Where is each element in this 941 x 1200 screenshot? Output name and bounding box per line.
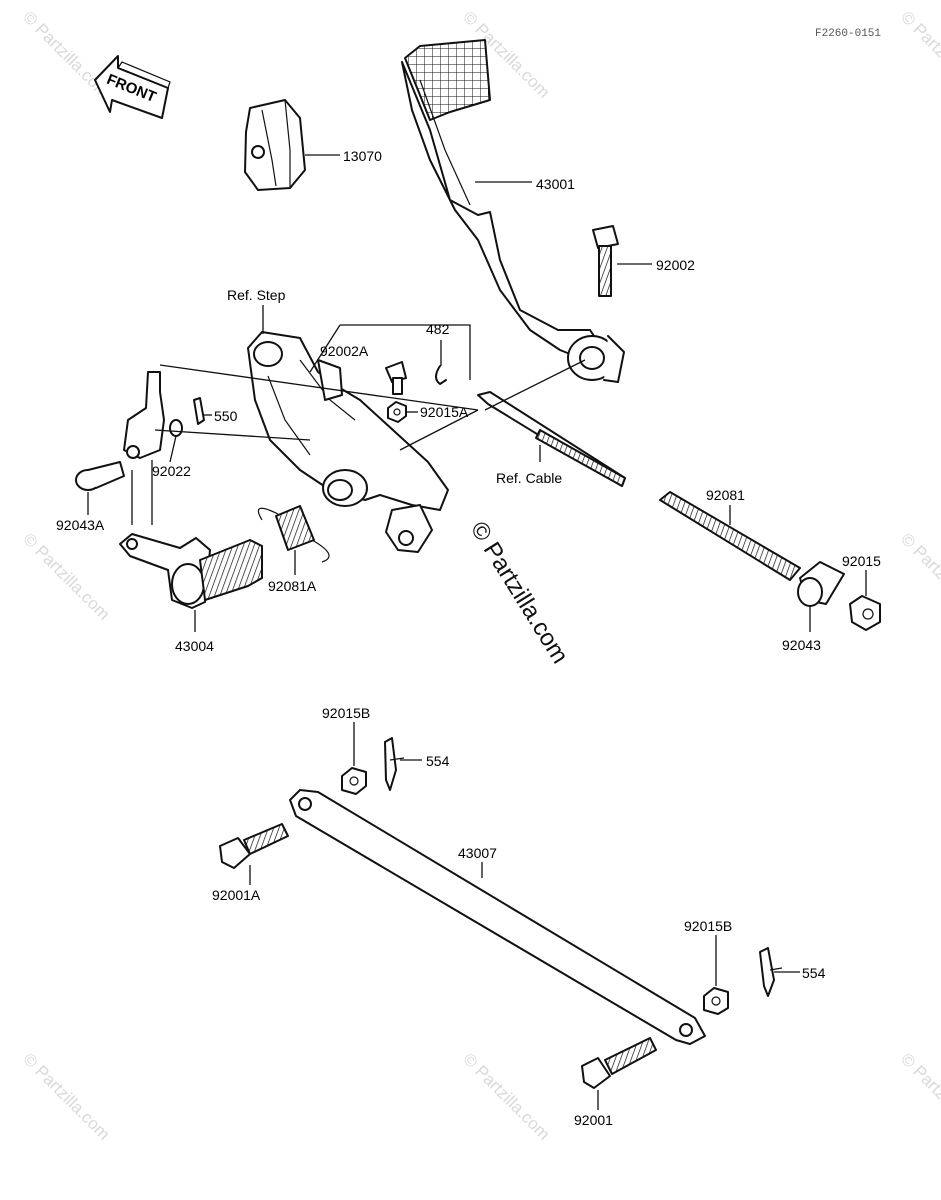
callout-92081A: 92081A — [268, 578, 317, 594]
part-43007-tie-rod-icon — [289, 789, 706, 1045]
callout-92002A: 92002A — [320, 343, 369, 359]
part-92002A-bolt-icon — [385, 361, 407, 395]
callout-92022: 92022 — [152, 463, 191, 479]
part-92081A-spring-icon — [257, 505, 330, 563]
callout-43001: 43001 — [536, 176, 575, 192]
callout-550: 550 — [214, 408, 238, 424]
clevis-icon — [123, 371, 165, 459]
callout-ref-step: Ref. Step — [227, 287, 286, 303]
watermark-small: © Partzilla.com — [897, 1049, 941, 1143]
part-92043A-pin-icon — [75, 461, 125, 491]
callout-92015A: 92015A — [420, 404, 469, 420]
callout-482: 482 — [426, 321, 450, 337]
callout-554-bottom: 554 — [802, 965, 826, 981]
watermark-main: © Partzilla.com — [465, 517, 574, 668]
callout-554-top: 554 — [426, 753, 450, 769]
callout-92001: 92001 — [574, 1112, 613, 1128]
part-92015A-nut-icon — [387, 401, 407, 423]
part-482-clip-icon — [435, 365, 447, 385]
part-92001-bolt-icon — [581, 1037, 657, 1089]
part-92015B-nut-top-icon — [341, 767, 367, 795]
front-arrow-icon: FRONT — [94, 55, 171, 119]
watermark-small: © Partzilla.com — [19, 529, 113, 623]
callout-92081: 92081 — [706, 487, 745, 503]
ref-cable-rod-icon — [477, 391, 626, 487]
diagram-code: F2260-0151 — [815, 28, 881, 40]
leader-lines-bottom — [249, 722, 800, 1110]
part-92001A-bolt-icon — [219, 823, 289, 869]
callout-92015B-top: 92015B — [322, 705, 370, 721]
part-92022-washer-icon — [169, 419, 183, 437]
part-550-cotter-pin-icon — [193, 397, 205, 425]
callout-13070: 13070 — [343, 148, 382, 164]
callout-92015B-bottom: 92015B — [684, 918, 732, 934]
part-43004-lever-icon — [119, 533, 263, 609]
part-92015B-nut-bottom-icon — [703, 987, 729, 1015]
callout-92043A: 92043A — [56, 517, 105, 533]
part-92043-pin-icon — [797, 561, 845, 607]
leader-lines-top — [87, 154, 867, 632]
part-92081-spring-icon — [659, 491, 801, 581]
callout-labels: 13070 43001 92002 Ref. Step 482 92002A 9… — [56, 148, 881, 1128]
part-92015-nut-icon — [849, 595, 881, 631]
watermark-small: © Partzilla.com — [897, 7, 941, 101]
watermark-small: © Partzilla.com — [897, 529, 941, 623]
part-92002-bolt-icon — [592, 225, 619, 297]
part-13070-guard-icon — [244, 99, 306, 191]
watermark-small: © Partzilla.com — [19, 1049, 113, 1143]
callout-43007: 43007 — [458, 845, 497, 861]
callout-92002: 92002 — [656, 257, 695, 273]
callout-92015: 92015 — [842, 553, 881, 569]
callout-ref-cable: Ref. Cable — [496, 470, 562, 486]
watermark-small: © Partzilla.com — [459, 1049, 553, 1143]
callout-92001A: 92001A — [212, 887, 261, 903]
part-43001-brake-pedal-icon — [401, 39, 625, 383]
callout-43004: 43004 — [175, 638, 214, 654]
part-554-clip-top-icon — [384, 737, 405, 791]
callout-92043: 92043 — [782, 637, 821, 653]
part-554-clip-bottom-icon — [759, 947, 783, 997]
